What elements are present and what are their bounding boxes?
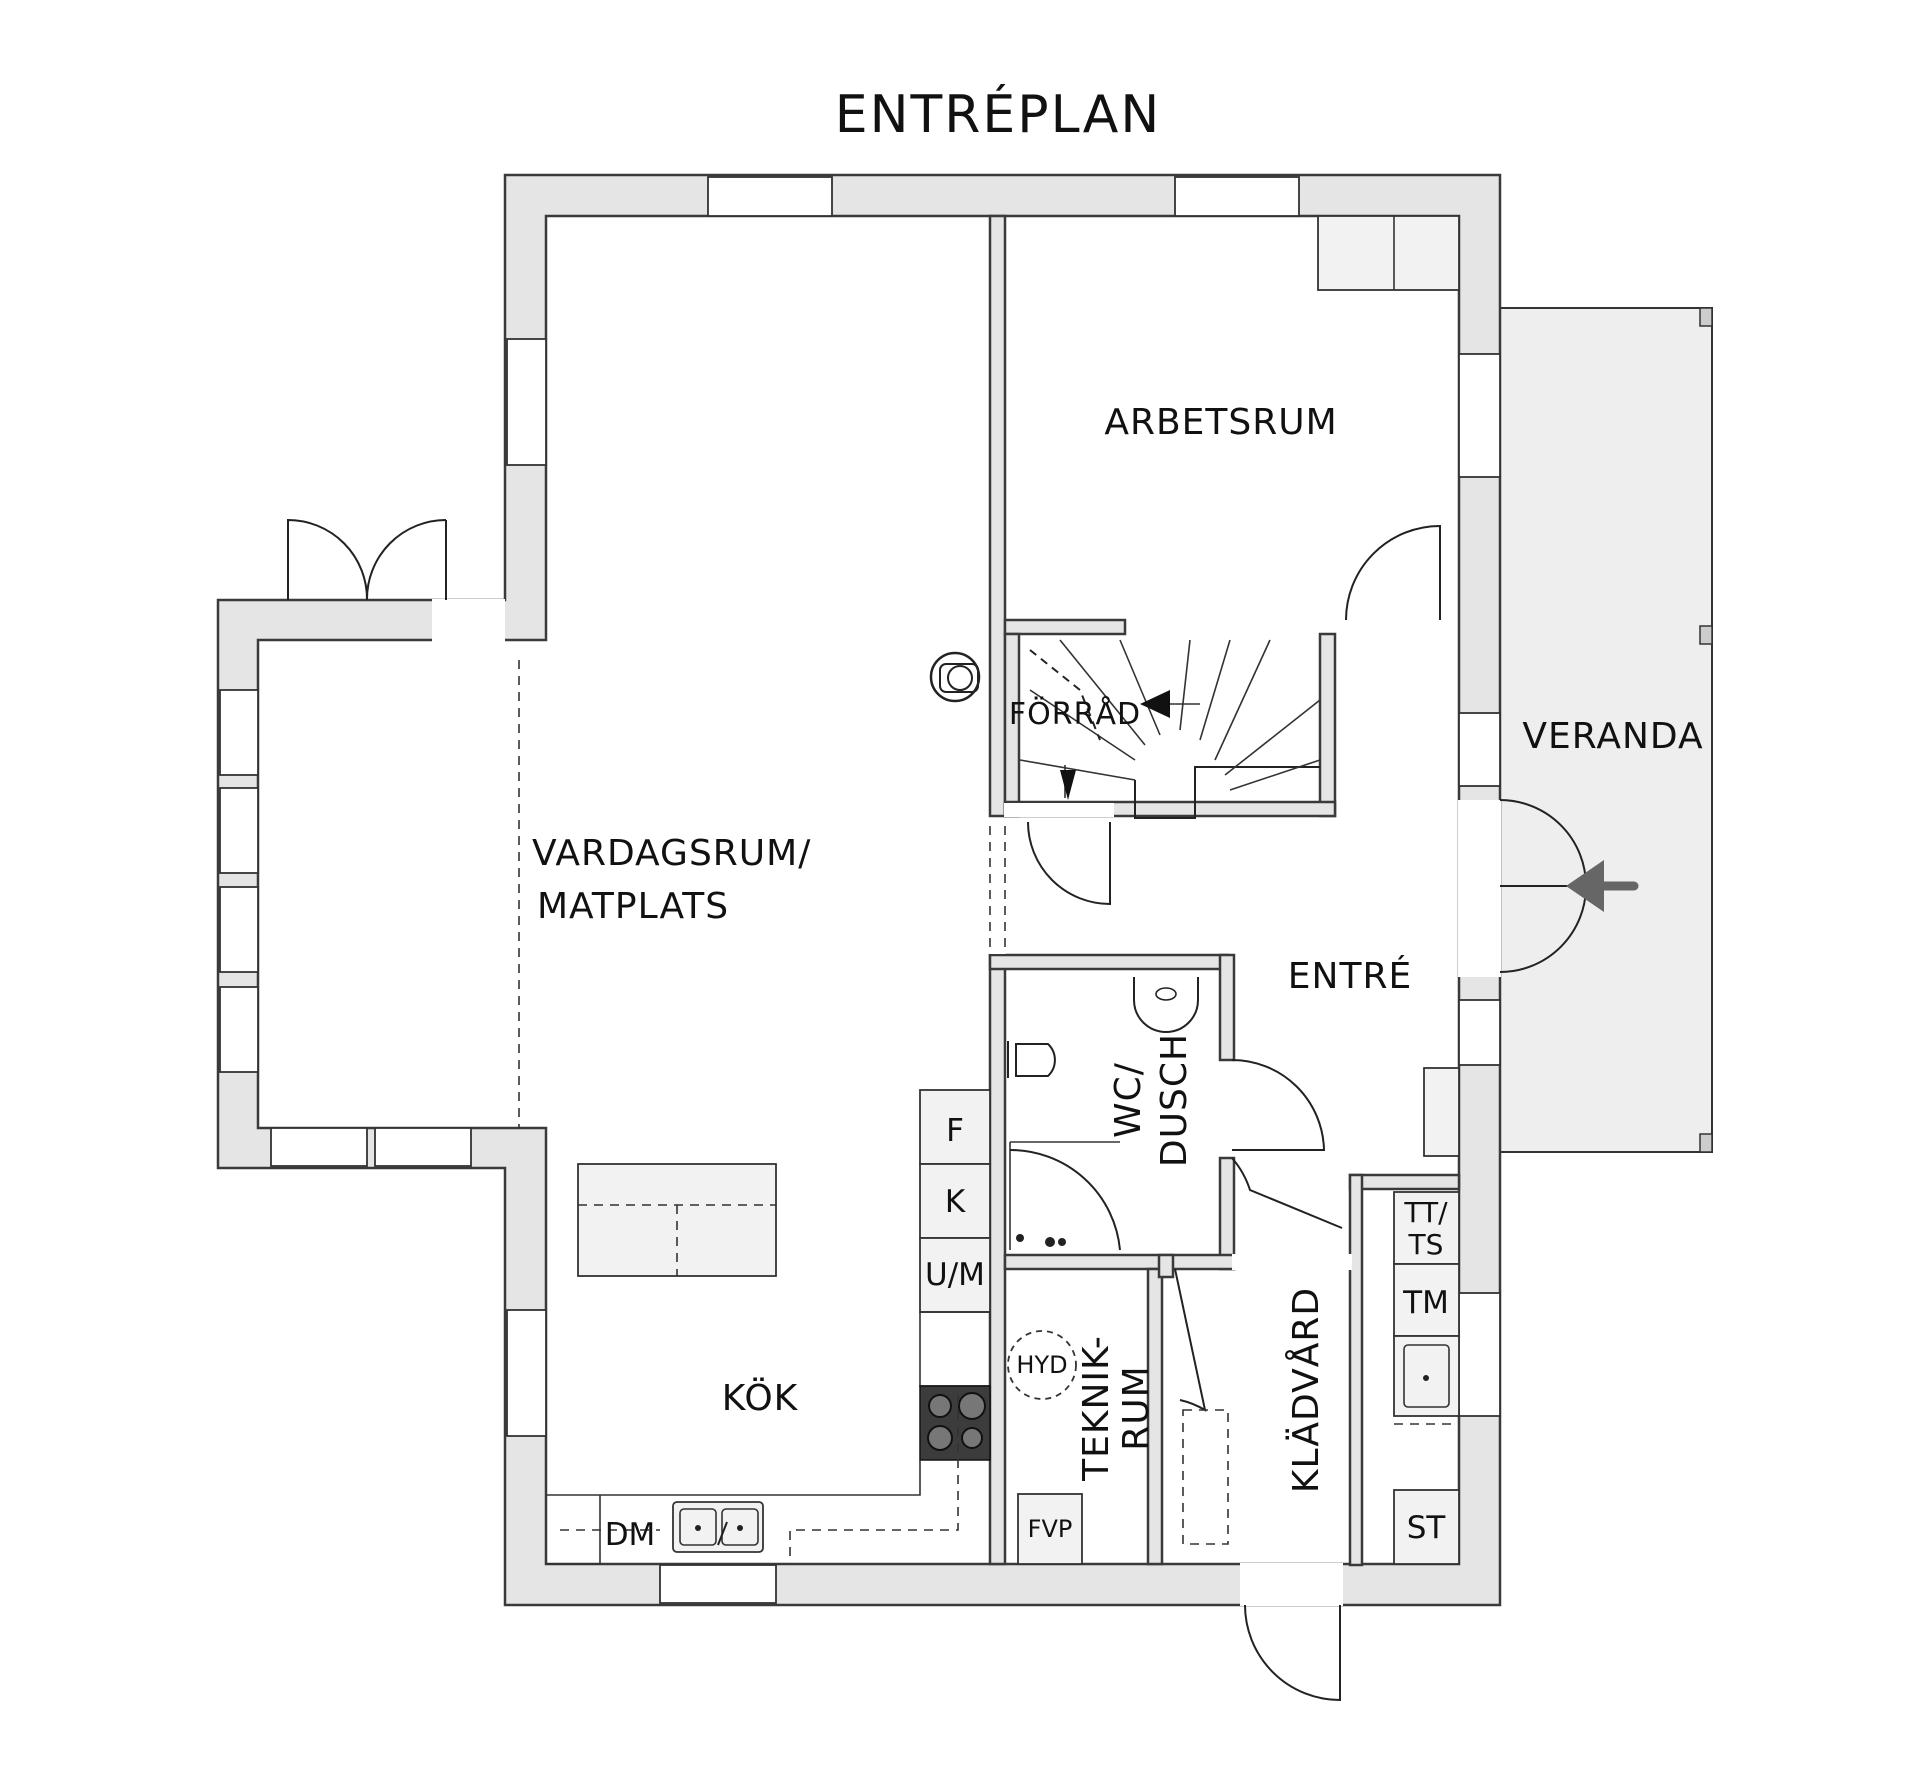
fixture-label-freezer: K	[945, 1184, 966, 1220]
kitchen-fixtures	[546, 1089, 991, 1565]
staircase	[1019, 639, 1321, 819]
room-label-vardagsrum: VARDAGSRUM/	[532, 833, 811, 874]
room-label-arbetsrum: ARBETSRUM	[1104, 402, 1337, 443]
fixture-label-washer-ts: TS	[1408, 1228, 1444, 1261]
room-label-veranda: VERANDA	[1522, 716, 1703, 757]
fixture-label-cabinet: ST	[1407, 1510, 1447, 1546]
fixture-label-heat-pump: FVP	[1028, 1515, 1073, 1543]
fixture-label-fridge: F	[946, 1113, 964, 1149]
door-openings	[432, 599, 1501, 1606]
veranda-post	[1699, 307, 1713, 327]
plan-title: ENTRÉPLAN	[835, 84, 1162, 145]
veranda-post	[1699, 1133, 1713, 1153]
fixture-label-hydrant: HYD	[1016, 1351, 1067, 1379]
room-label-wc: WC/	[1108, 1062, 1149, 1138]
interior-walls	[988, 214, 1461, 1567]
chimney-icon	[929, 651, 981, 703]
bathroom-fixtures	[1007, 977, 1199, 1251]
windows	[219, 176, 1501, 1604]
zone-lines	[518, 660, 1006, 1128]
fixture-label-dryer: TM	[1402, 1285, 1449, 1321]
veranda-post	[1699, 625, 1713, 645]
fixture-label-washer: TT/	[1403, 1196, 1448, 1229]
fixture-label-dishwasher: DM	[605, 1517, 656, 1553]
room-label-kladvard: KLÄDVÅRD	[1284, 1287, 1327, 1493]
room-label-teknik: TEKNIK-	[1076, 1335, 1117, 1482]
entry-arrow-icon	[1566, 860, 1639, 912]
room-label-dusch: DUSCH	[1154, 1033, 1195, 1167]
room-label-rum: RUM	[1116, 1365, 1157, 1450]
fixture-label-oven: U/M	[925, 1257, 985, 1293]
utility-fixtures	[1007, 215, 1460, 1565]
veranda-deck	[1499, 307, 1713, 1153]
room-label-kok: KÖK	[722, 1377, 799, 1419]
room-label-forrad: FÖRRÅD	[1009, 696, 1141, 732]
room-label-matplats: MATPLATS	[537, 886, 729, 927]
room-label-entre: ENTRÉ	[1288, 955, 1412, 997]
